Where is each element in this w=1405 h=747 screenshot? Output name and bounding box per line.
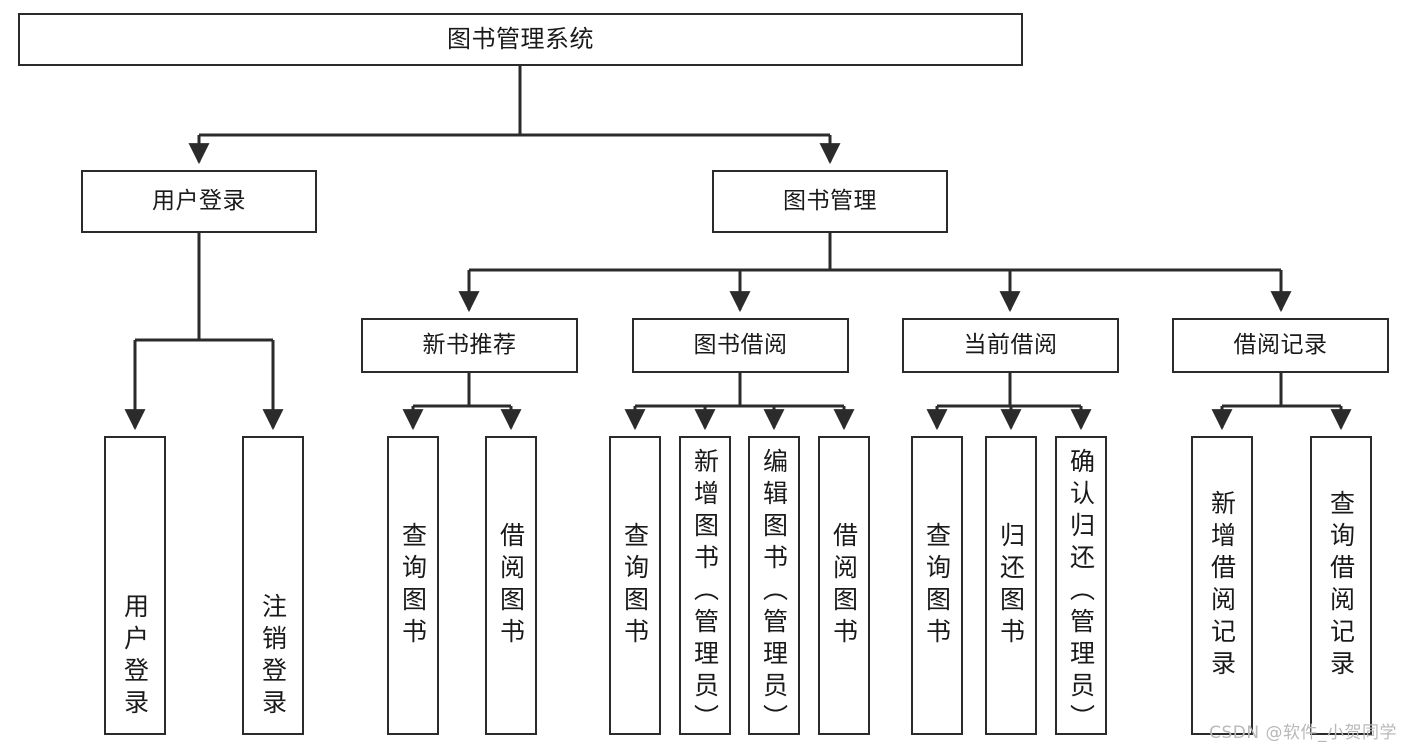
node-book-manage[interactable]: 图书管理 xyxy=(712,170,948,233)
csdn-watermark: CSDN @软件_小贺同学 xyxy=(1209,723,1397,743)
node-leaf-query-book-rec-label: 查询图书 xyxy=(398,521,428,650)
node-leaf-return-book-label: 归还图书 xyxy=(996,521,1026,650)
node-leaf-return-book[interactable]: 归还图书 xyxy=(985,436,1037,735)
node-borrow-record-label: 借阅记录 xyxy=(1233,332,1328,359)
node-book-manage-label: 图书管理 xyxy=(783,188,877,215)
node-current-borrow-label: 当前借阅 xyxy=(963,332,1058,359)
node-leaf-user-login-label: 用户登录 xyxy=(120,593,150,721)
node-leaf-query-book-borrow[interactable]: 查询图书 xyxy=(609,436,661,735)
node-user-login[interactable]: 用户登录 xyxy=(81,170,317,233)
node-root[interactable]: 图书管理系统 xyxy=(18,13,1023,66)
node-borrow-record[interactable]: 借阅记录 xyxy=(1172,318,1389,373)
node-leaf-borrow-book-rec[interactable]: 借阅图书 xyxy=(485,436,537,735)
node-root-label: 图书管理系统 xyxy=(447,24,594,53)
node-leaf-query-record-label: 查询借阅记录 xyxy=(1326,489,1356,682)
node-leaf-logout[interactable]: 注销登录 xyxy=(242,436,304,735)
node-leaf-confirm-return[interactable]: 确认归还（管理员） xyxy=(1055,436,1107,736)
node-new-book-rec-label: 新书推荐 xyxy=(422,332,517,359)
node-leaf-borrow-book-rec-label: 借阅图书 xyxy=(496,521,526,650)
node-leaf-query-book-current[interactable]: 查询图书 xyxy=(911,436,963,735)
node-leaf-confirm-return-label: 确认归还（管理员） xyxy=(1066,448,1096,736)
node-leaf-add-book-label: 新增图书（管理员） xyxy=(690,448,720,736)
node-leaf-query-book-borrow-label: 查询图书 xyxy=(620,521,650,650)
node-new-book-rec[interactable]: 新书推荐 xyxy=(361,318,578,373)
node-leaf-borrow-book-label: 借阅图书 xyxy=(829,521,859,650)
node-current-borrow[interactable]: 当前借阅 xyxy=(902,318,1119,373)
node-leaf-add-record[interactable]: 新增借阅记录 xyxy=(1191,436,1253,735)
node-book-borrow-label: 图书借阅 xyxy=(693,332,788,359)
node-leaf-add-record-label: 新增借阅记录 xyxy=(1207,489,1237,682)
node-book-borrow[interactable]: 图书借阅 xyxy=(632,318,849,373)
node-leaf-query-book-current-label: 查询图书 xyxy=(922,521,952,650)
node-leaf-edit-book[interactable]: 编辑图书（管理员） xyxy=(748,436,800,736)
node-user-login-label: 用户登录 xyxy=(152,188,246,215)
node-leaf-query-record[interactable]: 查询借阅记录 xyxy=(1310,436,1372,735)
node-leaf-user-login[interactable]: 用户登录 xyxy=(104,436,166,735)
node-leaf-logout-label: 注销登录 xyxy=(258,593,288,721)
node-leaf-edit-book-label: 编辑图书（管理员） xyxy=(759,448,789,736)
node-leaf-query-book-rec[interactable]: 查询图书 xyxy=(387,436,439,735)
node-leaf-borrow-book[interactable]: 借阅图书 xyxy=(818,436,870,735)
node-leaf-add-book[interactable]: 新增图书（管理员） xyxy=(679,436,731,736)
